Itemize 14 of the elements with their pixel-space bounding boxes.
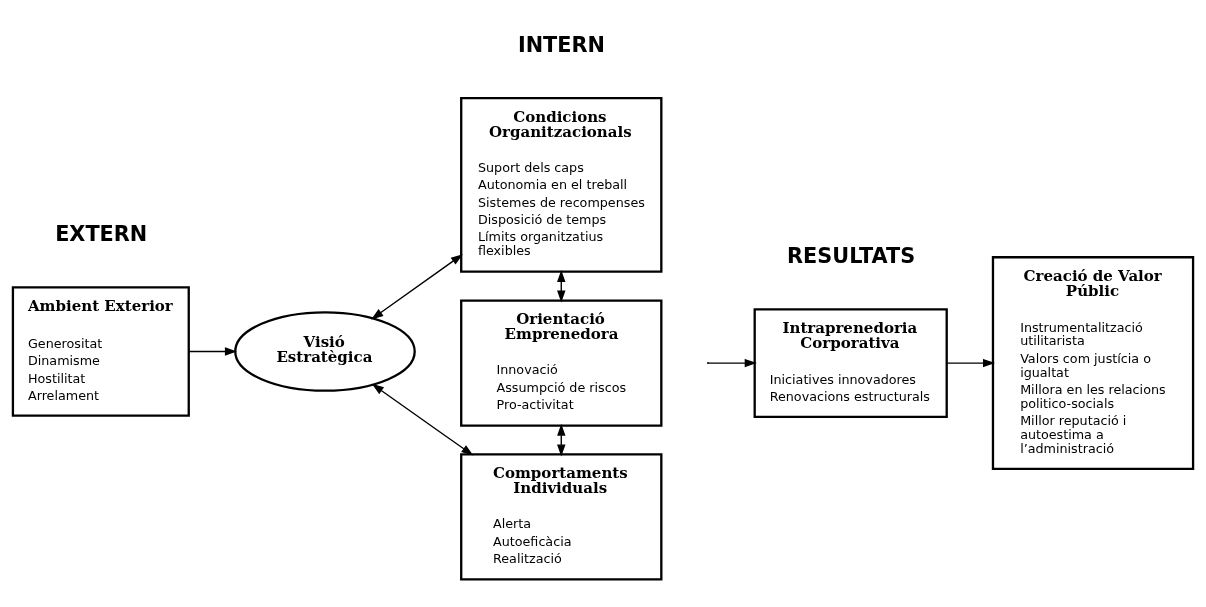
label: EXTERN bbox=[55, 221, 148, 246]
node-box: Comportaments Individuals Alerta Autoeficàcia Realització bbox=[460, 453, 663, 581]
arrow bbox=[371, 254, 463, 320]
node-box: Condicions Organitzacionals Suport dels caps Autonomia en el treball Sistemes de recompenses Disposició de temps Límits organitzatius flexibles bbox=[460, 97, 663, 273]
node-box: Creació de Valor Públic Instrumentalització utilitarista Valors com justícia o igualtat Millora en les relacions politico-socials Millor reputació i autoestima a l’administració bbox=[991, 256, 1195, 471]
arrow bbox=[188, 347, 237, 356]
label: RESULTATS bbox=[787, 243, 916, 268]
label: INTERN bbox=[517, 33, 605, 58]
arrow bbox=[707, 358, 757, 368]
node-box: Ambient Exterior Generositat Dinamisme Hostilitat Arrelament bbox=[11, 286, 190, 417]
arrow bbox=[946, 358, 996, 368]
node-box: Orientació Emprenedora Innovació Assumpció de riscos Pro-activitat bbox=[460, 299, 663, 427]
arrow bbox=[371, 383, 474, 456]
node-box: Intraprenedoria Corporativa Iniciatives innovadores Renovacions estructurals bbox=[753, 308, 948, 418]
